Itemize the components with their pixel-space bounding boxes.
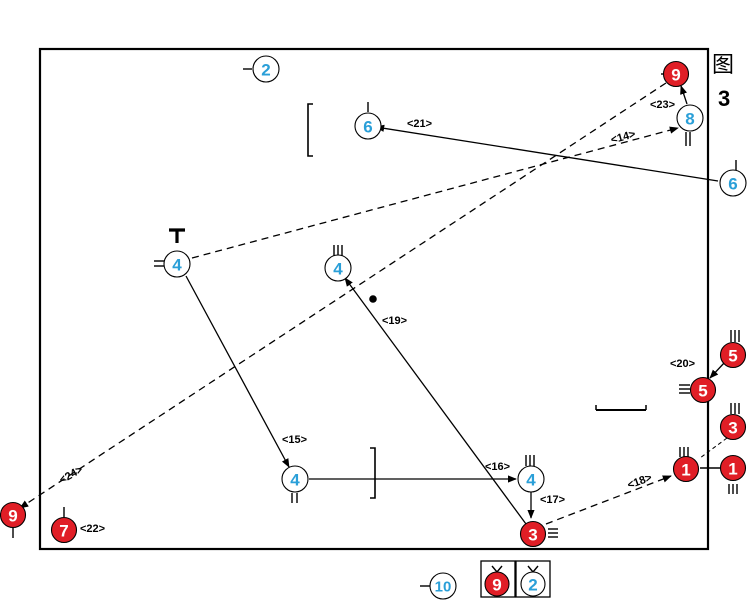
svg-text:5: 5 [728, 347, 737, 366]
path-23 [680, 85, 688, 105]
pass-24 [19, 82, 667, 509]
svg-text:3: 3 [728, 419, 737, 438]
svg-text:6: 6 [728, 175, 737, 194]
path-3-to-1 [699, 437, 728, 459]
red-player-9-left: 9 [0, 501, 27, 529]
svg-text:9: 9 [492, 576, 501, 595]
stance-marks [12, 68, 740, 587]
path-15 [185, 275, 290, 468]
blue-player-8: 8 [676, 104, 704, 132]
label-15: <15> [282, 434, 307, 446]
red-player-9-legend: 9 [484, 571, 510, 597]
svg-text:4: 4 [526, 471, 536, 490]
field-border [38, 47, 710, 551]
svg-text:2: 2 [261, 61, 270, 80]
pass-18 [545, 475, 672, 525]
bracket-center [370, 447, 376, 499]
figure-title: 图 [712, 53, 734, 78]
svg-text:4: 4 [333, 260, 343, 279]
blue-player-6-mid: 6 [354, 112, 382, 140]
label-21: <21> [407, 118, 432, 130]
legend-box-blue [515, 560, 551, 598]
label-22: <22> [80, 523, 105, 535]
blue-player-4-low: 4 [281, 465, 309, 493]
blue-player-2-legend: 2 [520, 571, 546, 597]
svg-text:3: 3 [528, 526, 537, 545]
path-20 [709, 361, 726, 379]
red-player-5-top: 5 [719, 341, 747, 369]
svg-text:7: 7 [59, 522, 68, 541]
svg-text:8: 8 [685, 110, 694, 129]
blue-player-10-bottom: 10 [429, 572, 457, 600]
red-player-7: 7 [50, 516, 78, 544]
red-player-5-bottom: 5 [689, 376, 717, 404]
t-marker-icon [169, 228, 185, 243]
svg-text:10: 10 [435, 579, 452, 596]
label-23: <23> [650, 99, 675, 111]
red-player-9-top: 9 [662, 60, 690, 88]
label-24: <24> [57, 464, 85, 487]
path-21 [375, 124, 719, 182]
path-19 [344, 277, 527, 525]
blue-player-2-top: 2 [252, 55, 280, 83]
svg-text:2: 2 [528, 576, 537, 595]
red-player-3-bottom: 3 [519, 520, 547, 548]
label-14: <14> [610, 128, 637, 146]
red-player-1-left: 1 [672, 455, 700, 483]
ball [369, 295, 377, 303]
svg-text:6: 6 [363, 118, 372, 137]
blue-player-4-left: 4 [163, 250, 191, 278]
bracket-top-left [307, 103, 313, 157]
svg-text:1: 1 [728, 460, 737, 479]
red-player-1-right: 1 [719, 454, 747, 482]
svg-text:9: 9 [671, 66, 680, 85]
svg-text:9: 9 [8, 507, 17, 526]
label-20: <20> [670, 358, 695, 370]
svg-text:4: 4 [172, 256, 182, 275]
pass-14 [191, 126, 679, 259]
blue-player-4-center: 4 [324, 254, 352, 282]
blue-player-6-right: 6 [719, 169, 747, 197]
figure-number: 3 [718, 86, 730, 111]
label-19: <19> [382, 315, 407, 327]
svg-text:1: 1 [681, 461, 690, 480]
red-player-3-right: 3 [719, 413, 747, 441]
svg-text:5: 5 [698, 382, 707, 401]
legend-box-red [480, 560, 516, 598]
label-16: <16> [485, 461, 510, 473]
svg-text:4: 4 [290, 471, 300, 490]
blue-player-4-bottom-right: 4 [517, 465, 545, 493]
label-17: <17> [540, 494, 565, 506]
